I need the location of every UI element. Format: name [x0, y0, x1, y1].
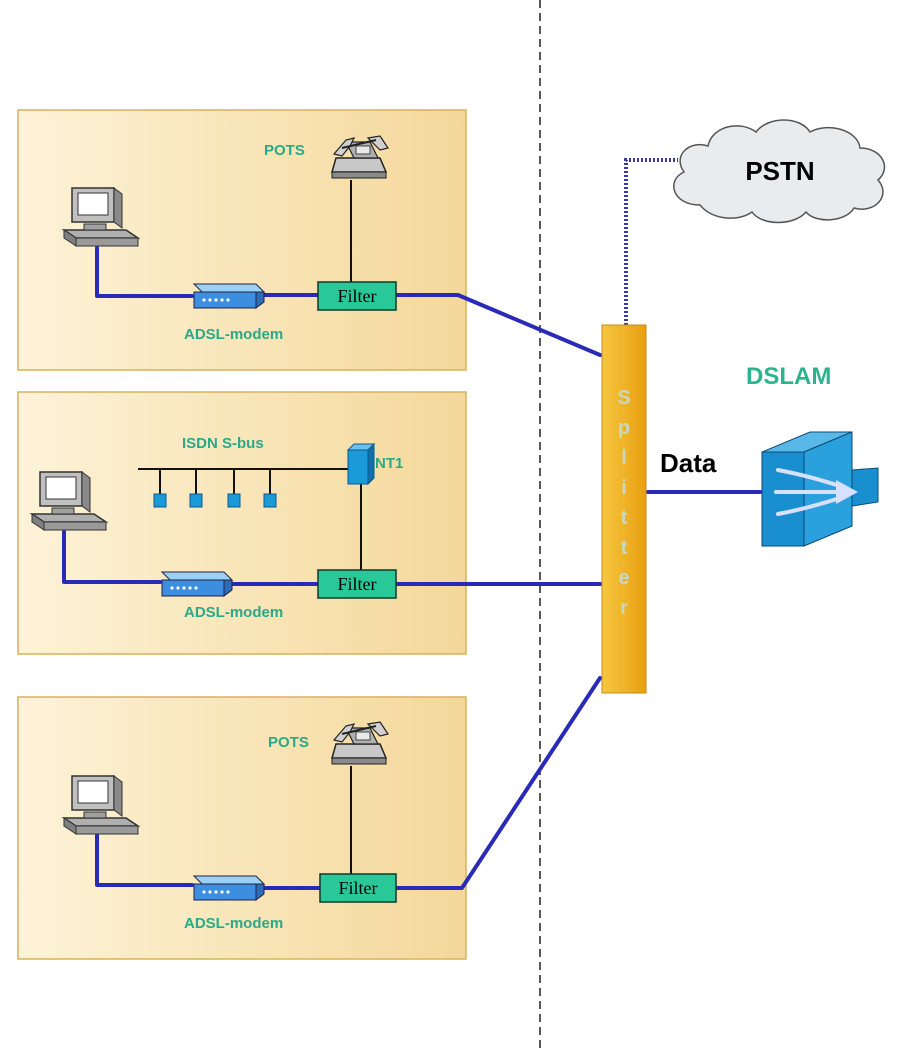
pots-label: POTS [268, 734, 309, 751]
isdn-terminal-4 [263, 493, 277, 508]
nt1-icon [346, 442, 376, 486]
nt1-label: NT1 [375, 455, 403, 472]
filter-box-3: Filter [319, 873, 397, 903]
filter-box-2: Filter [317, 569, 397, 599]
filter-box-1: Filter [317, 281, 397, 311]
isdn-terminal-1 [153, 493, 167, 508]
filter-splitter-link-3 [394, 676, 602, 890]
svg-text:Filter: Filter [338, 574, 377, 594]
adsl-modem-label: ADSL-modem [184, 604, 283, 621]
splitter-letter: i [621, 477, 627, 499]
pc-modem-link-1 [95, 246, 194, 298]
splitter-bar [601, 324, 647, 694]
pots-label: POTS [264, 142, 305, 159]
adsl-modem-label: ADSL-modem [184, 915, 283, 932]
isdn-terminal-3 [227, 493, 241, 508]
isdn-sbus-label: ISDN S-bus [182, 435, 264, 452]
splitter-letter: e [618, 567, 629, 589]
cloud-icon [673, 119, 886, 224]
isdn-terminal-2 [189, 493, 203, 508]
adsl-modem-icon [193, 875, 265, 901]
pstn-dotted-link [624, 158, 678, 325]
filter-splitter-link-1 [394, 293, 602, 357]
splitter-letter: t [621, 507, 628, 529]
pc-modem-link-3 [95, 833, 194, 887]
svg-text:Filter: Filter [339, 878, 378, 898]
splitter-letter: p [618, 417, 630, 439]
svg-text:Filter: Filter [338, 286, 377, 306]
dslam-label: DSLAM [746, 363, 831, 390]
splitter-letter: t [621, 537, 628, 559]
adsl-modem-label: ADSL-modem [184, 326, 283, 343]
adsl-modem-icon [193, 283, 265, 309]
splitter-letter: r [620, 597, 628, 619]
adsl-modem-icon [161, 571, 233, 597]
pstn-label: PSTN [745, 156, 814, 186]
pc-modem-link-2 [62, 530, 162, 584]
splitter-letter: S [617, 387, 630, 409]
data-label: Data [660, 448, 717, 478]
splitter-letter: l [621, 447, 627, 469]
dslam-switch-icon [761, 431, 879, 547]
